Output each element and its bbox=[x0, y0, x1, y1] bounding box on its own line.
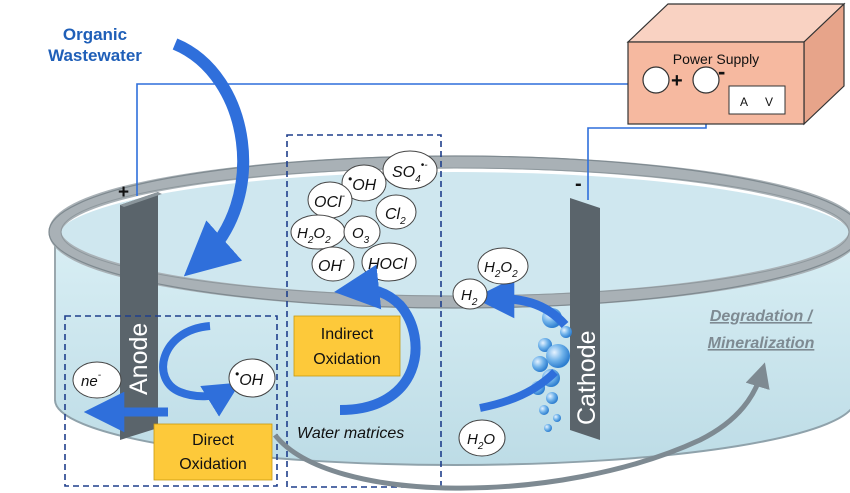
input-label-line1: Organic bbox=[63, 25, 127, 44]
cathode-electrode: Cathode bbox=[570, 198, 601, 440]
input-label-line2: Wastewater bbox=[48, 46, 142, 65]
positive-terminal bbox=[642, 66, 670, 94]
species-o3: O3 bbox=[343, 215, 381, 249]
direct-region bbox=[64, 315, 278, 487]
meter-a: A bbox=[740, 95, 748, 109]
indirect-arrow bbox=[334, 264, 421, 415]
direct-line1: Direct bbox=[192, 432, 234, 449]
output-line1: Degradation / bbox=[710, 308, 814, 325]
output-arrow bbox=[273, 362, 770, 491]
svg-text:•OH: •OH bbox=[348, 172, 377, 194]
plus-symbol: + bbox=[671, 70, 683, 92]
output-line2: Mineralization bbox=[708, 335, 815, 352]
negative-terminal bbox=[692, 66, 720, 94]
svg-text:H2O2: H2O2 bbox=[297, 225, 331, 246]
indirect-oxidation-box: Indirect Oxidation bbox=[293, 315, 401, 377]
power-supply: Power Supply + - A V bbox=[626, 2, 846, 126]
meter-v: V bbox=[765, 95, 773, 109]
direct-oxidation-box: Direct Oxidation bbox=[153, 423, 273, 481]
meter-display bbox=[728, 85, 786, 115]
direct-cycle-arrow bbox=[159, 322, 241, 417]
water-matrices-label: Water matrices bbox=[297, 425, 404, 442]
svg-text:SO4•-: SO4•- bbox=[392, 160, 428, 185]
cathode-h2-bubble: H2 bbox=[452, 278, 488, 310]
cathode-h2o-bubble: H2O bbox=[458, 419, 506, 457]
anode-wire bbox=[136, 83, 645, 196]
reactor-vessel bbox=[48, 155, 850, 466]
species-h2o2: H2O2 bbox=[290, 214, 346, 250]
svg-text:O3: O3 bbox=[352, 225, 370, 246]
electron-bubble: ne- bbox=[72, 361, 122, 399]
anode-label: Anode bbox=[125, 323, 153, 395]
indirect-region bbox=[286, 134, 442, 488]
cathode-sign: - bbox=[575, 173, 582, 195]
species-oh-anion: OH- bbox=[311, 246, 355, 282]
species-so4: SO4•- bbox=[382, 150, 438, 190]
svg-text:OCl-: OCl- bbox=[314, 191, 346, 211]
svg-text:Cl2: Cl2 bbox=[385, 206, 406, 227]
inflow-arrow bbox=[172, 38, 250, 277]
svg-text:ne-: ne- bbox=[81, 370, 102, 390]
minus-symbol: - bbox=[718, 59, 725, 84]
species-oh-radical: •OH bbox=[341, 164, 387, 202]
indirect-line1: Indirect bbox=[321, 326, 374, 343]
water-surface bbox=[55, 172, 850, 308]
anode-sign: + bbox=[118, 182, 129, 203]
h2-arrow bbox=[473, 277, 569, 329]
species-ocl: OCl- bbox=[307, 181, 353, 219]
species-hocl: HOCl bbox=[361, 242, 417, 282]
oxidant-species: SO4•- •OH OCl- Cl2 H2O2 O3 OH- HOCl bbox=[290, 150, 438, 282]
cathode-h2o2-bubble: H2O2 bbox=[477, 247, 529, 285]
svg-text:•OH: •OH bbox=[235, 367, 264, 389]
svg-text:H2O2: H2O2 bbox=[484, 259, 518, 280]
svg-text:H2: H2 bbox=[461, 287, 478, 308]
svg-text:HOCl: HOCl bbox=[368, 256, 408, 273]
oh-radical-bubble: •OH bbox=[228, 358, 276, 398]
cathode-label: Cathode bbox=[573, 330, 601, 425]
water-to-cathode-arrow bbox=[479, 369, 558, 412]
indirect-line2: Oxidation bbox=[313, 351, 381, 368]
direct-line2: Oxidation bbox=[179, 456, 247, 473]
svg-text:H2O: H2O bbox=[467, 431, 495, 452]
species-cl2: Cl2 bbox=[375, 194, 417, 230]
svg-text:OH-: OH- bbox=[318, 255, 346, 275]
power-supply-title: Power Supply bbox=[673, 51, 759, 67]
